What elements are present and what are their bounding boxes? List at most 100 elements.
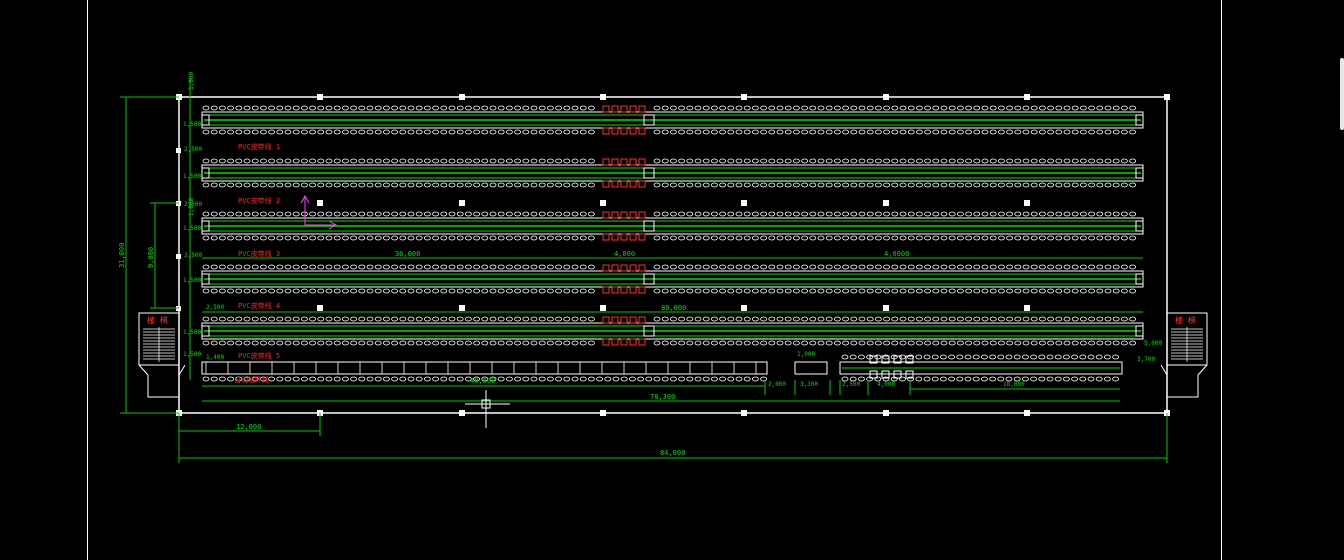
seat-marker <box>1071 264 1079 270</box>
seat-marker <box>1129 211 1136 217</box>
seat-marker <box>719 264 726 270</box>
right-stair-block[interactable]: 楼 梯 <box>1160 312 1208 398</box>
seat-marker <box>407 340 415 346</box>
seat-marker <box>481 211 489 217</box>
seat-marker <box>456 340 464 346</box>
seat-marker <box>538 264 546 270</box>
seat-marker <box>686 211 694 217</box>
building-outline[interactable] <box>178 96 1168 414</box>
seat-marker <box>866 182 874 188</box>
conveyor-label-4[interactable]: PVC皮带线 4 <box>238 301 280 310</box>
seat-marker <box>997 376 1005 382</box>
vertical-scrollbar[interactable] <box>1340 58 1344 130</box>
seat-marker <box>432 376 440 382</box>
seat-marker <box>817 158 825 164</box>
seat-marker <box>825 158 833 164</box>
seat-marker <box>358 264 366 270</box>
seat-marker <box>809 288 817 294</box>
seat-marker <box>399 182 407 188</box>
seat-marker <box>1104 288 1112 294</box>
seat-marker <box>735 340 743 346</box>
seat-marker <box>768 182 776 188</box>
seat-marker <box>235 129 243 135</box>
conveyor-row[interactable] <box>201 316 1144 346</box>
seat-marker <box>391 211 399 217</box>
left-stair-block[interactable]: 楼 梯 <box>138 312 186 398</box>
seat-marker <box>366 376 374 382</box>
seat-marker <box>350 129 358 135</box>
seat-marker <box>1096 158 1104 164</box>
seat-marker <box>768 264 776 270</box>
auto-circulation-line[interactable] <box>201 354 1123 382</box>
seat-marker <box>243 264 251 270</box>
seat-marker <box>686 340 694 346</box>
seat-marker <box>1096 129 1104 135</box>
seat-marker <box>1129 182 1136 188</box>
seat-marker <box>1087 354 1095 360</box>
seat-marker <box>891 264 899 270</box>
seat-marker <box>875 105 882 111</box>
seat-marker <box>374 288 382 294</box>
seat-marker <box>227 105 235 111</box>
seat-marker <box>251 235 259 241</box>
conveyor-label-5[interactable]: PVC皮带线 5 <box>238 351 280 360</box>
seat-marker <box>948 316 956 322</box>
conveyor-row[interactable] <box>201 264 1144 294</box>
conveyor-label-2[interactable]: PVC皮带线 2 <box>238 196 280 205</box>
right-stair-label: 楼 梯 <box>1175 315 1196 325</box>
column-marker <box>600 305 606 311</box>
seat-marker <box>850 211 858 217</box>
conveyor-row[interactable] <box>201 211 1144 241</box>
seat-marker <box>407 288 415 294</box>
seat-marker <box>588 182 595 188</box>
seat-marker <box>243 158 251 164</box>
seat-marker <box>793 182 800 188</box>
conveyor-label-1[interactable]: PVC皮带线 1 <box>238 142 280 151</box>
seat-marker <box>522 158 530 164</box>
conveyor-rows[interactable] <box>201 105 1144 346</box>
seat-marker <box>981 158 989 164</box>
seat-marker <box>358 105 366 111</box>
dim-bottom-5: 18,000 <box>1003 381 1025 388</box>
machine-block <box>905 355 914 364</box>
seat-marker <box>489 182 497 188</box>
seat-marker <box>940 264 948 270</box>
seat-marker <box>1006 105 1013 111</box>
seat-marker <box>735 158 743 164</box>
seat-marker <box>1088 340 1095 346</box>
seat-marker <box>235 340 243 346</box>
column-marker <box>883 200 889 206</box>
seat-marker <box>711 288 718 294</box>
seat-marker <box>1039 158 1046 164</box>
seat-marker <box>1022 340 1030 346</box>
conveyor-row[interactable] <box>201 158 1144 188</box>
seat-marker <box>957 158 964 164</box>
seat-marker <box>883 316 890 322</box>
seat-marker <box>350 158 358 164</box>
seat-marker <box>842 235 849 241</box>
seat-marker <box>423 211 431 217</box>
seat-marker <box>809 235 817 241</box>
seat-marker <box>407 182 415 188</box>
seat-marker <box>1014 129 1022 135</box>
seat-marker <box>235 235 243 241</box>
seat-marker <box>563 182 571 188</box>
seat-marker <box>505 316 513 322</box>
seat-marker <box>883 211 890 217</box>
seat-marker <box>694 316 702 322</box>
seat-marker <box>1055 288 1063 294</box>
conveyor-row[interactable] <box>201 105 1144 135</box>
seat-marker <box>1112 235 1120 241</box>
seat-marker <box>456 264 464 270</box>
seat-marker <box>538 158 546 164</box>
seat-marker <box>227 340 235 346</box>
seat-marker <box>227 211 235 217</box>
seat-marker <box>538 235 546 241</box>
seat-marker <box>702 158 710 164</box>
seat-marker <box>268 211 276 217</box>
seat-marker <box>866 264 874 270</box>
conveyor-label-3[interactable]: PVC皮带线 3 <box>238 249 280 258</box>
seat-marker <box>555 340 562 346</box>
